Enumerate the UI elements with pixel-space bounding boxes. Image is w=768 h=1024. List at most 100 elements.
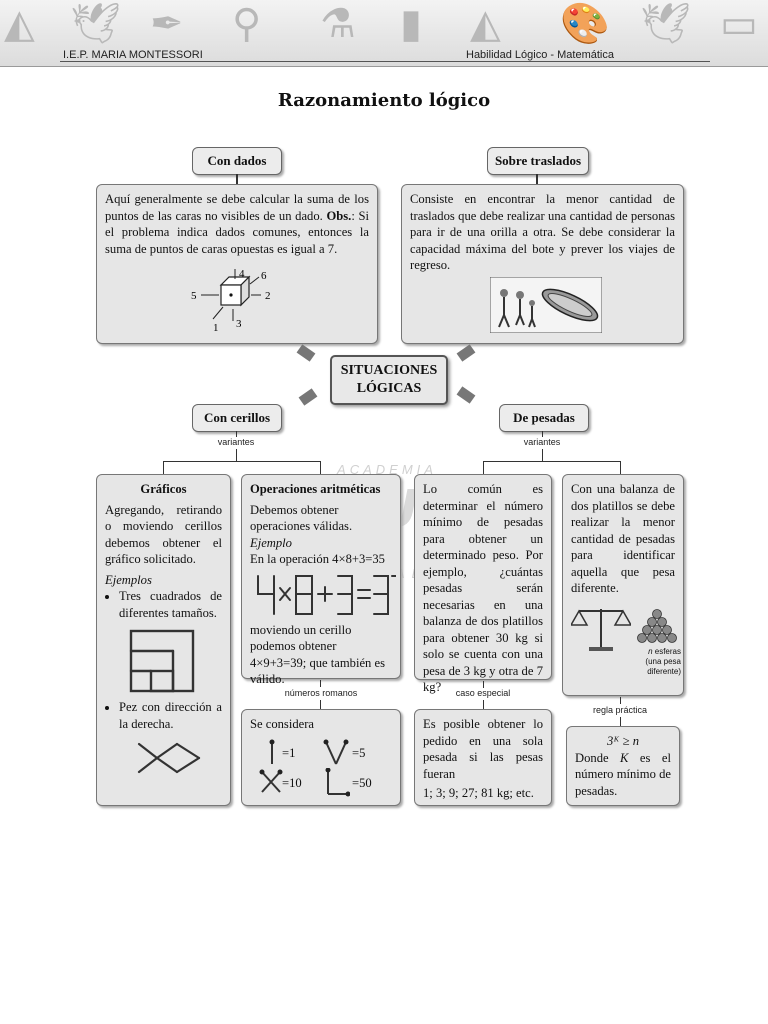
operaciones-title: Operaciones aritméticas xyxy=(250,482,381,496)
romanos-box: Se considera =1 =5 =10 =50 xyxy=(241,709,401,806)
die-num-diag: 6 xyxy=(261,270,267,282)
graficos-ejemplos: Ejemplos xyxy=(105,572,152,587)
connector xyxy=(163,461,321,462)
connector xyxy=(620,461,621,474)
romanos-intro: Se considera xyxy=(250,717,314,731)
connector xyxy=(620,697,621,704)
connector xyxy=(542,431,543,437)
flask-icon: ⚗ xyxy=(320,2,356,46)
operaciones-text: Debemos obtener operaciones válidas. xyxy=(250,502,353,534)
die-num-bottom: 3 xyxy=(236,318,242,330)
romanos-v10: =10 xyxy=(282,776,302,790)
connector xyxy=(320,700,321,709)
operaciones-line: En la operación 4×8+3=35 xyxy=(250,552,385,566)
connector xyxy=(483,700,484,709)
book-icon: ▭ xyxy=(720,2,758,46)
central-topic: SITUACIONES LÓGICAS xyxy=(330,355,448,405)
caso-especial-text: Es posible obtener lo pedido en una sola… xyxy=(423,717,543,781)
graficos-text: Agregando, retirando o moviendo cerillos… xyxy=(105,502,222,567)
spheres-note: (una pesa diferente) xyxy=(645,657,681,676)
river-crossing-illustration xyxy=(490,277,602,333)
central-topic-line1: SITUACIONES xyxy=(340,363,438,378)
operaciones-box: Operaciones aritméticas Debemos obtener … xyxy=(241,474,401,686)
dove-icon: 🕊 xyxy=(640,2,691,46)
romanos-v50: =50 xyxy=(352,776,372,790)
connector xyxy=(483,461,621,462)
regla-k: K xyxy=(620,750,629,765)
connector xyxy=(542,449,543,461)
arrow-down-left-icon xyxy=(298,388,318,406)
cerillos-label: Con cerillos xyxy=(192,404,282,432)
pesadas-variants-label: variantes xyxy=(523,437,561,447)
graficos-title: Gráficos xyxy=(140,482,187,496)
dados-obs-label: Obs. xyxy=(326,208,352,223)
traslados-label: Sobre traslados xyxy=(487,147,589,175)
pesadas-balanza-text: Con una balanza de dos platillos se debe… xyxy=(571,482,675,595)
connector xyxy=(320,680,321,687)
die-num-left: 5 xyxy=(191,290,197,302)
regla-formula: 3ᴷ ≥ n xyxy=(606,734,639,748)
page-header: ◭ 🕊 ✒ ⚲ ⚗ ▮ ◭ 🎨 🕊 ▭ I.E.P. MARIA MONTESS… xyxy=(0,0,768,67)
connector xyxy=(320,461,321,474)
connector xyxy=(236,431,237,437)
regla-post: es el número mínimo de pesadas. xyxy=(575,750,671,798)
matchstick-equation-figure xyxy=(257,574,396,615)
die-num-top: 4 xyxy=(239,269,245,280)
dados-obs-text: : Si el problema indica dados comunes, e… xyxy=(105,208,370,256)
graficos-box: Gráficos Agregando, retirando o moviendo… xyxy=(96,474,231,806)
graficos-item-fish: Pez con dirección a la derecha. xyxy=(119,699,222,732)
regla-practica-label: regla práctica xyxy=(592,705,648,715)
connector xyxy=(236,449,237,461)
traslados-box: Consiste en encontrar la menor cantidad … xyxy=(401,184,684,344)
arrow-down-right-icon xyxy=(456,386,476,404)
pyramid-icon: ◭ xyxy=(4,2,35,46)
graficos-item-squares: Tres cuadrados de diferentes tamaños. xyxy=(119,588,222,621)
match-one-icon xyxy=(269,739,275,764)
cerillos-variants-label: variantes xyxy=(217,437,255,447)
spheres-label: esferas xyxy=(652,647,681,656)
match-ten-icon xyxy=(259,769,283,793)
operaciones-text2: moviendo un cerillo podemos obtener 4×9+… xyxy=(250,622,385,687)
caso-especial-values: 1; 3; 9; 27; 81 kg; etc. xyxy=(423,786,534,800)
header-rule xyxy=(60,61,710,62)
connector xyxy=(483,461,484,474)
romanos-v1: =1 xyxy=(282,746,296,760)
subject-name: Habilidad Lógico - Matemática xyxy=(466,49,614,61)
quill-icon: ✒ xyxy=(150,2,184,46)
page-title: Razonamiento lógico xyxy=(277,90,491,111)
balance-scale-icon xyxy=(571,609,631,651)
match-fifty-icon xyxy=(325,768,350,797)
palette-icon: 🎨 xyxy=(560,2,610,46)
traslados-text: Consiste en encontrar la menor cantidad … xyxy=(410,192,675,272)
die-num-bottom-left: 1 xyxy=(213,322,219,334)
caso-especial-box: Es posible obtener lo pedido en una sola… xyxy=(414,709,552,806)
match-five-icon xyxy=(323,739,349,765)
pyramid-icon: ◭ xyxy=(470,2,501,46)
dove-icon: 🕊 xyxy=(70,2,121,46)
connector xyxy=(163,461,164,474)
connector xyxy=(536,174,538,184)
regla-pre: Donde xyxy=(575,750,621,765)
caso-especial-label: caso especial xyxy=(455,688,511,698)
pesadas-comun-text: Lo común es determinar el número mínimo … xyxy=(423,482,543,694)
romanos-v5: =5 xyxy=(352,746,366,760)
connector xyxy=(483,681,484,688)
telescope-icon: ⚲ xyxy=(232,2,262,46)
spheres-pyramid-icon xyxy=(637,609,677,643)
dados-text: Aquí generalmente se debe calcular la su… xyxy=(105,192,369,223)
arrow-up-left-icon xyxy=(296,344,316,362)
spheres-caption: n esferas (una pesa diferente) xyxy=(625,647,681,677)
die-num-right: 2 xyxy=(265,290,271,302)
pesadas-balanza-box: Con una balanza de dos platillos se debe… xyxy=(562,474,684,696)
regla-practica-box: 3ᴷ ≥ n Donde K es el número mínimo de pe… xyxy=(566,726,680,806)
school-name: I.E.P. MARIA MONTESSORI xyxy=(63,49,203,61)
dados-label: Con dados xyxy=(192,147,282,175)
die-figure: 4 6 5 2 1 3 xyxy=(191,269,271,334)
central-topic-line2: LÓGICAS xyxy=(356,381,422,396)
connector xyxy=(620,717,621,726)
operaciones-ejemplo: Ejemplo xyxy=(250,535,292,550)
dados-box: Aquí generalmente se debe calcular la su… xyxy=(96,184,378,344)
book-icon: ▮ xyxy=(400,2,423,46)
pesadas-label: De pesadas xyxy=(499,404,589,432)
romanos-label: números romanos xyxy=(284,688,358,698)
